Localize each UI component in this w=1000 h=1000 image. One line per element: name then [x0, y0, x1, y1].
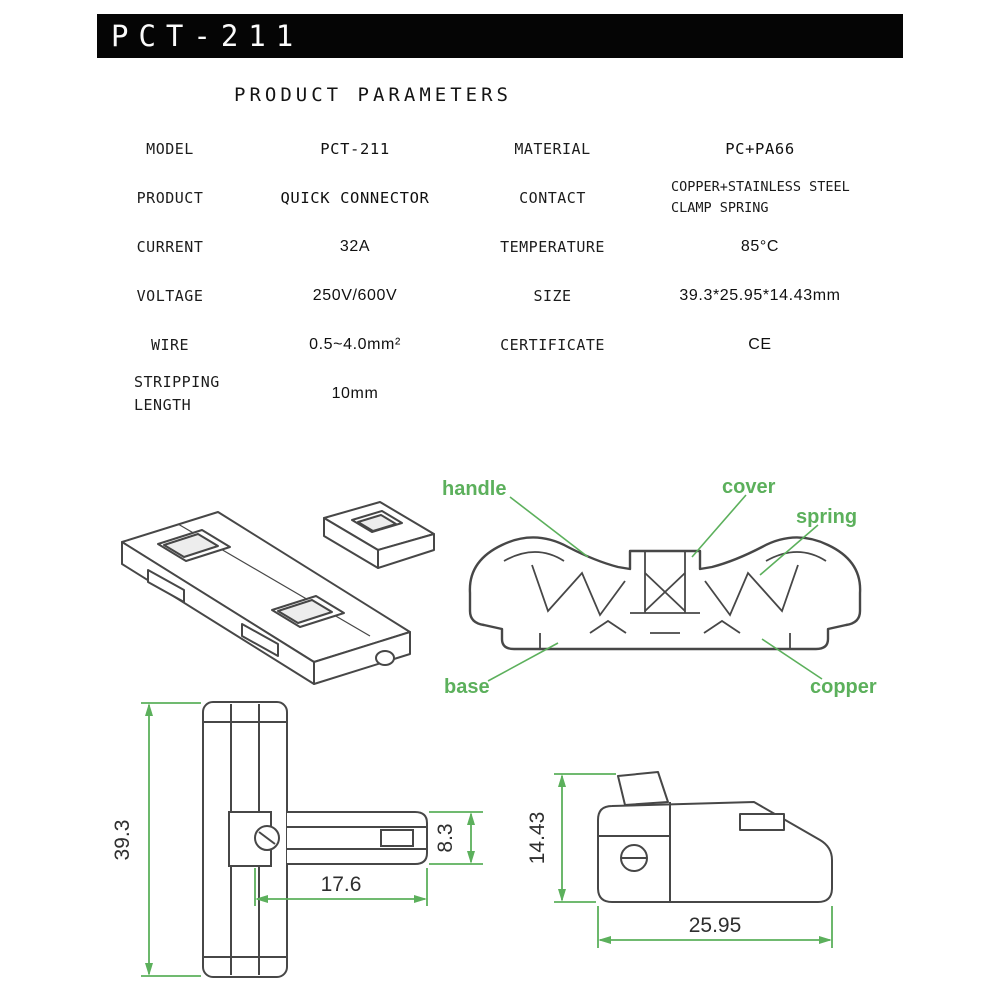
side-height-dimension	[554, 773, 616, 903]
branch-height-value: 8.3	[434, 823, 457, 852]
side-width-value: 25.95	[689, 914, 742, 937]
param-label: CONTACT	[519, 188, 586, 207]
cover-label: cover	[722, 476, 776, 498]
param-value: QUICK CONNECTOR	[280, 188, 430, 207]
front-view: 39.3 17.6 8.3	[105, 692, 500, 997]
connector-isometric-outline	[121, 501, 435, 685]
side-view-drawing: 14.43 25.95	[526, 771, 833, 948]
isometric-view-drawing	[121, 501, 435, 685]
param-label: CURRENT	[136, 237, 204, 256]
cover-leader-line	[691, 494, 747, 558]
front-view-outline	[202, 701, 428, 978]
front-view-drawing: 39.3 17.6 8.3	[111, 701, 483, 978]
side-view-outline	[597, 771, 833, 903]
param-value: 10mm	[331, 384, 379, 402]
body-height-value: 39.3	[111, 820, 134, 861]
page-title: PCT-211	[111, 19, 304, 53]
param-value: 85°C	[740, 237, 780, 255]
parameters-table: MODEL PCT-211 MATERIAL PC+PA66 PRODUCT Q…	[110, 124, 895, 418]
param-value: 250V/600V	[312, 286, 398, 304]
param-label: MODEL	[146, 139, 194, 158]
body-height-dimension	[141, 702, 201, 977]
param-label: SIZE	[533, 286, 572, 305]
header-bar: PCT-211	[97, 14, 903, 58]
branch-length-dimension	[254, 868, 428, 906]
param-label: PRODUCT	[136, 188, 204, 207]
cross-section-drawing: handle cover spring base copper	[442, 476, 877, 698]
handle-leader-line	[509, 496, 589, 558]
side-height-value: 14.43	[528, 812, 549, 865]
spring-label: spring	[796, 506, 857, 528]
connector-section-outline	[468, 536, 862, 651]
param-value: COPPER+STAINLESS STEEL CLAMP SPRING	[625, 173, 895, 222]
handle-label: handle	[442, 478, 506, 500]
param-value: 32A	[339, 237, 371, 255]
cross-section-view: handle cover spring base copper	[440, 473, 890, 710]
contact-value-text: COPPER+STAINLESS STEEL CLAMP SPRING	[671, 179, 850, 216]
base-leader-line	[487, 642, 559, 682]
side-width-dimension	[597, 906, 833, 948]
param-label: VOLTAGE	[136, 286, 204, 305]
param-value: CE	[748, 335, 772, 353]
branch-height-dimension	[429, 811, 483, 865]
leader-lines	[487, 494, 823, 682]
param-label: STRIPPING LENGTH	[134, 373, 220, 414]
side-view: 14.43 25.95	[526, 738, 858, 968]
isometric-view	[100, 486, 440, 703]
copper-leader-line	[761, 638, 823, 680]
param-label: WIRE	[150, 335, 190, 354]
base-label: base	[444, 676, 490, 698]
param-value: PC+PA66	[725, 139, 795, 158]
branch-length-value: 17.6	[321, 873, 362, 896]
param-label: TEMPERATURE	[500, 237, 605, 256]
copper-label: copper	[810, 676, 877, 698]
param-label: CERTIFICATE	[500, 335, 605, 354]
param-label	[480, 369, 625, 418]
param-value	[625, 369, 895, 418]
spring-leader-line	[759, 524, 819, 576]
param-value: 0.5~4.0mm²	[309, 335, 401, 353]
param-value: 39.3*25.95*14.43mm	[679, 286, 841, 304]
param-value: PCT-211	[320, 139, 390, 158]
section-title: PRODUCT PARAMETERS	[234, 84, 512, 106]
param-label: MATERIAL	[514, 139, 591, 158]
